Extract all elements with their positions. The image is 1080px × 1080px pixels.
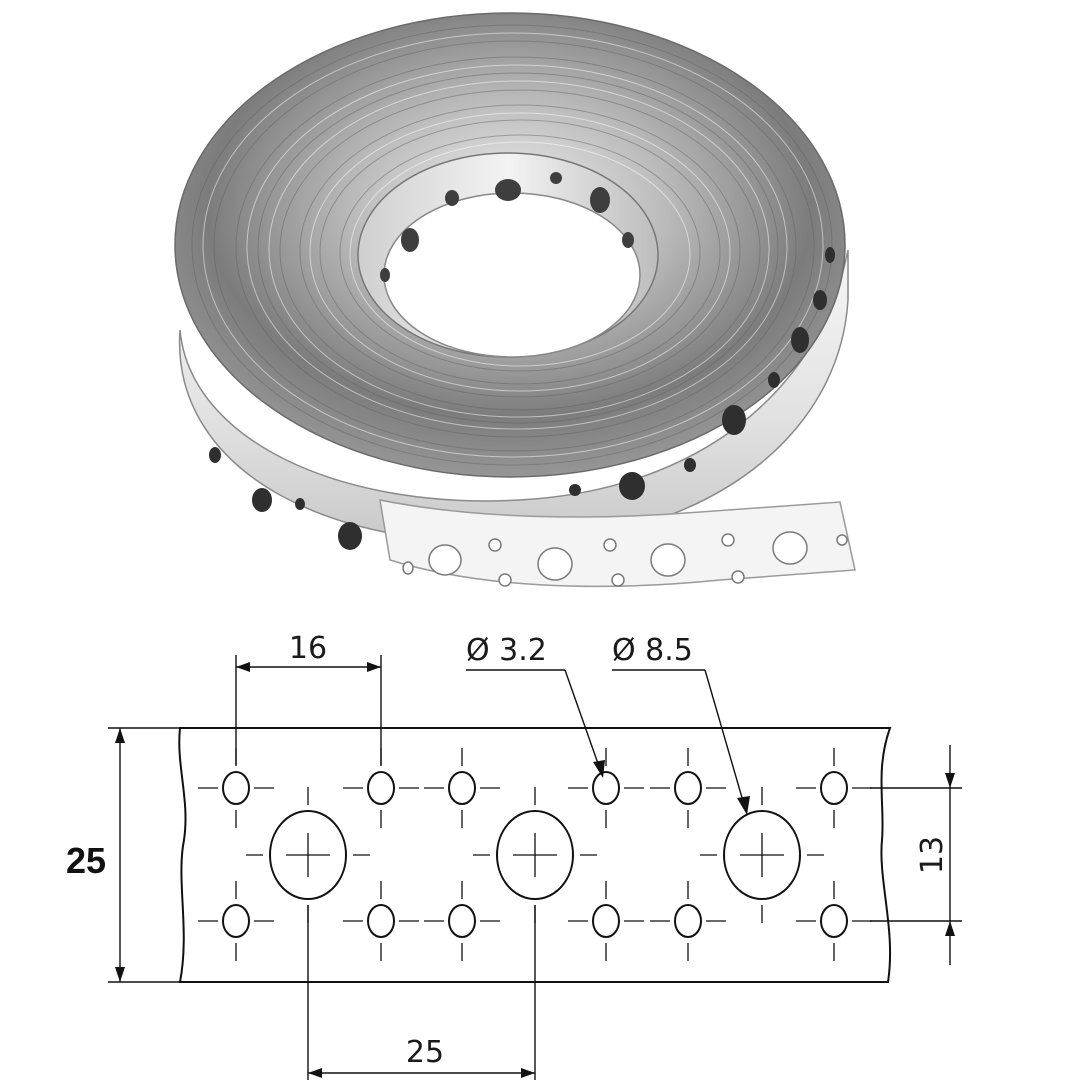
row-spacing-label: 13 [915, 836, 950, 874]
leader-large-hole: Ø 8.5 [612, 633, 750, 815]
technical-drawing: 16 Ø 3.2 Ø 8.5 25 [66, 631, 962, 1080]
small-hole [650, 881, 726, 961]
large-hole [700, 787, 824, 923]
large-hole [473, 787, 597, 923]
dimension-hole-pitch: 16 [235, 631, 382, 765]
small-hole [796, 748, 872, 828]
small-hole-label: Ø 3.2 [466, 633, 547, 668]
dimension-large-hole-pitch: 25 [307, 905, 536, 1080]
leader-small-hole: Ø 3.2 [466, 633, 605, 778]
large-hole-label: Ø 8.5 [612, 633, 693, 668]
small-hole [343, 881, 419, 961]
small-hole [796, 881, 872, 961]
small-hole [424, 748, 500, 828]
small-hole [650, 748, 726, 828]
large-hole [246, 787, 370, 923]
strip-width-label: 25 [66, 840, 106, 881]
small-hole [424, 881, 500, 961]
small-hole [568, 881, 644, 961]
large-hole-pitch-label: 25 [406, 1035, 444, 1070]
dimension-row-spacing: 13 [870, 745, 962, 965]
small-hole [198, 881, 274, 961]
hole-pitch-label: 16 [289, 631, 327, 666]
dimension-strip-width: 25 [66, 727, 180, 983]
small-hole [568, 748, 644, 828]
small-holes [198, 748, 872, 961]
coil-photo [174, 12, 856, 588]
strip-outline [178, 727, 892, 983]
large-holes [246, 787, 824, 923]
